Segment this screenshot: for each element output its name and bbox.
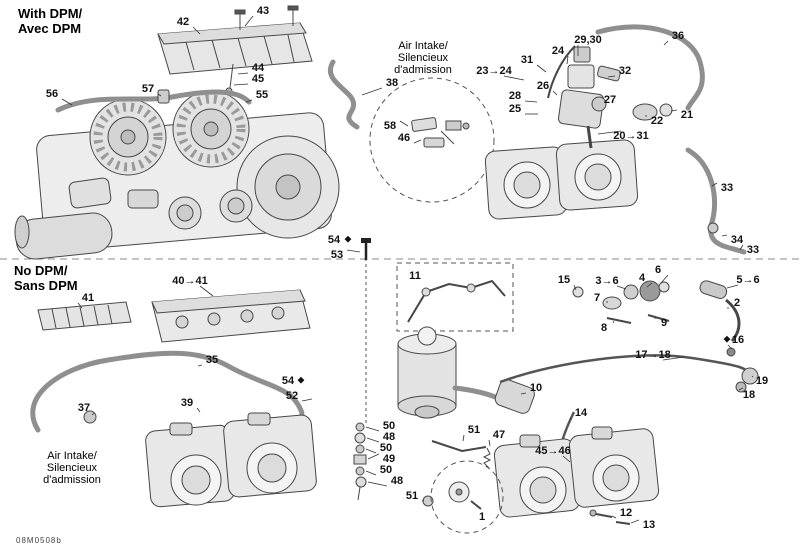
vent-hose-illustration [328, 59, 360, 130]
intake-boot-illustration [452, 379, 535, 414]
part-callout-44: 44 [251, 62, 265, 74]
section-title-with-dpm: With DPM/ Avec DPM [18, 6, 83, 36]
part-callout-1: 1 [478, 511, 486, 523]
part-callout-16: 16 [731, 334, 745, 346]
loctite-symbol: ◆ [344, 233, 352, 244]
part-callout-51: 51 [405, 490, 419, 502]
part-callout-4: 4 [638, 272, 646, 284]
part-callout-32: 32 [618, 65, 632, 77]
part-callout-50: 50 [379, 464, 393, 476]
air-intake-label-top: Air Intake/ Silencieux d'admission [394, 40, 452, 76]
airbox-40-41-illustration [151, 289, 311, 343]
throttle-parts-illustration [572, 280, 741, 357]
part-callout-13: 13 [642, 519, 656, 531]
part-callout-2: 2 [733, 297, 741, 309]
part-callout-40-41: 40→41 [172, 275, 208, 287]
part-callout-26: 26 [536, 80, 550, 92]
part-callout-28: 28 [508, 90, 522, 102]
part-callout-18: 18 [742, 389, 756, 401]
air-silencer-illustration [397, 326, 457, 419]
part-callout-14: 14 [574, 407, 588, 419]
part-callout-43: 43 [256, 5, 270, 17]
part-callout-42: 42 [176, 16, 190, 28]
part-callout-52: 52 [285, 390, 299, 402]
part-callout-29-30: 29,30 [574, 34, 602, 46]
part-callout-58: 58 [383, 120, 397, 132]
bracket-11-illustration [396, 262, 514, 332]
part-callout-49: 49 [382, 453, 396, 465]
part-callout-22: 22 [650, 115, 664, 127]
part-callout-11: 11 [409, 270, 421, 282]
part-callout-39: 39 [180, 397, 194, 409]
part-callout-51: 51 [467, 424, 481, 436]
screws-12-13-illustration [589, 509, 631, 525]
engine-illustration [14, 90, 340, 260]
part-callout-46: 46 [397, 132, 411, 144]
part-callout-23-24: 23→24 [476, 65, 512, 77]
dpm-module-illustration [157, 5, 313, 95]
coolant-hose-illustration [55, 89, 252, 113]
part-callout-17-18: 17→18 [635, 349, 671, 361]
part-callout-19: 19 [755, 375, 769, 387]
part-callout-25: 25 [508, 103, 522, 115]
part-callout-57: 57 [141, 83, 155, 95]
bracket-51-47-illustration [422, 440, 492, 507]
part-callout-48: 48 [390, 475, 404, 487]
section-title-no-dpm: No DPM/ Sans DPM [14, 263, 78, 293]
part-callout-27: 27 [603, 94, 617, 106]
carburetor-assembly-bottom-left [145, 412, 317, 508]
part-callout-56: 56 [45, 88, 59, 100]
part-callout-55: 55 [255, 89, 269, 101]
part-callout-35: 35 [205, 354, 219, 366]
part-callout-47: 47 [492, 429, 506, 441]
part-callout-45: 45 [251, 73, 265, 85]
leader-lines [61, 15, 754, 524]
part-callout-6: 6 [654, 264, 662, 276]
part-callout-50: 50 [379, 442, 393, 454]
part-callout-20-31: 20→31 [613, 130, 649, 142]
part-callout-41: 41 [81, 292, 95, 304]
part-callout-53: 53 [330, 249, 344, 261]
part-callout-37: 37 [77, 402, 91, 414]
air-intake-label-bottom: Air Intake/ Silencieux d'admission [43, 450, 101, 486]
part-callout-7: 7 [593, 292, 601, 304]
cable-17-18-illustration [499, 354, 759, 393]
part-callout-24: 24 [551, 45, 565, 57]
part-callout-3-6: 3→6 [595, 275, 619, 287]
part-callout-12: 12 [619, 507, 633, 519]
part-callout-38: 38 [385, 77, 399, 89]
magnified-detail-circle [369, 77, 495, 203]
plate-41-illustration [37, 301, 132, 331]
part-callout-54: 54 [327, 234, 341, 246]
carburetor-assembly-bottom-right [493, 426, 660, 518]
carburetor-assembly-top [484, 45, 673, 220]
part-callout-15: 15 [557, 274, 571, 286]
part-callout-33: 33 [746, 244, 760, 256]
detail-circle-1-illustration [430, 460, 504, 534]
part-callout-50: 50 [382, 420, 396, 432]
loctite-symbol: ◆ [297, 374, 305, 385]
part-callout-5-6: 5→6 [736, 274, 760, 286]
part-callout-8: 8 [600, 322, 608, 334]
part-callout-10: 10 [529, 382, 543, 394]
drawing-code: 08M0508b [16, 536, 62, 545]
drain-hose-33-illustration [685, 147, 747, 255]
bolt-53-illustration [361, 238, 371, 424]
loctite-symbol: ◆ [723, 333, 731, 344]
part-callout-34: 34 [730, 234, 744, 246]
part-callout-33: 33 [720, 182, 734, 194]
part-callout-54: 54 [281, 375, 295, 387]
part-callout-9: 9 [660, 317, 668, 329]
part-callout-36: 36 [671, 30, 685, 42]
part-callout-31: 31 [520, 54, 534, 66]
part-callout-21: 21 [680, 109, 694, 121]
part-callout-48: 48 [382, 431, 396, 443]
hardware-stack-illustration [353, 422, 367, 501]
part-callout-45-46: 45→46 [535, 445, 571, 457]
air-hose-36-illustration [595, 24, 705, 111]
